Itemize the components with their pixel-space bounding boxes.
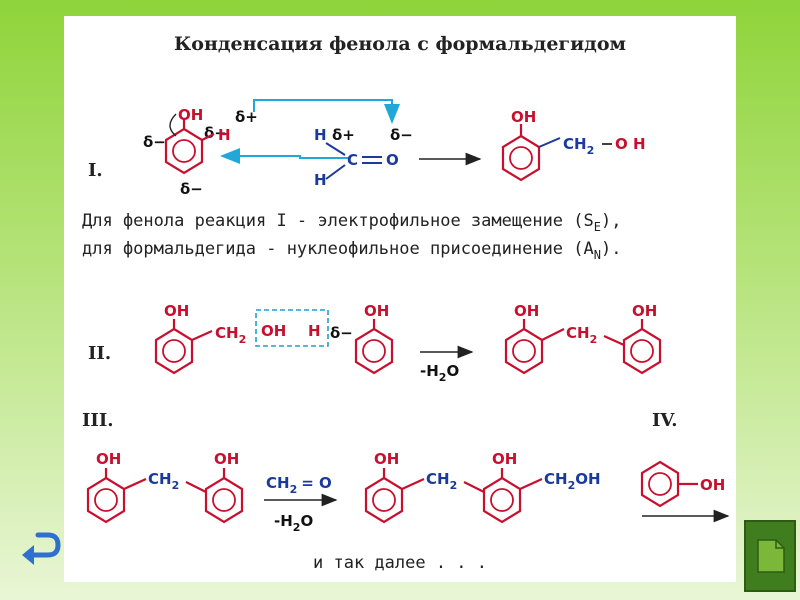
explanation-line-1: Для фенола реакция I - электрофильное за…: [82, 211, 621, 234]
oh-label: OH: [178, 106, 203, 124]
benzene-ring: [204, 476, 244, 524]
benzene-ring: [504, 327, 544, 375]
h-label: H: [314, 126, 327, 144]
next-slide-button[interactable]: [744, 520, 796, 592]
oh-label: OH: [364, 302, 389, 320]
benzene-ring: [640, 460, 680, 508]
reaction-label-4: IV.: [652, 410, 678, 431]
oh-label: OH: [261, 322, 286, 340]
water-elimination-box: [255, 309, 329, 347]
oh-label: OH: [374, 450, 399, 468]
oh-label: OH: [700, 476, 725, 494]
benzene-ring: [482, 476, 522, 524]
delta-minus-label: δ−: [390, 126, 413, 144]
reaction-scheme: Конденсация фенола с формальдегидом I. O…: [82, 33, 730, 573]
document-icon: [757, 539, 785, 573]
benzene-ring: [154, 327, 194, 375]
footer-text: и так далее . . .: [313, 553, 487, 573]
h-label: H: [314, 171, 327, 189]
minus-water-label: -H2O: [274, 512, 313, 534]
benzene-ring: [86, 476, 126, 524]
oh-label: O H: [615, 135, 646, 153]
delta-minus-label: δ−: [330, 324, 353, 342]
page-title: Конденсация фенола с формальдегидом: [174, 33, 626, 55]
explanation-line-2: для формальдегида - нуклеофильное присое…: [82, 239, 621, 262]
c-label: C: [347, 151, 358, 169]
ch2-group: CH2: [148, 470, 179, 492]
oh-label: OH: [164, 302, 189, 320]
attack-arrow: [253, 99, 400, 124]
formaldehyde-reagent: CH2= O: [266, 474, 332, 496]
ch2oh-group: CH2OH: [544, 470, 601, 492]
h-label: H: [218, 126, 231, 144]
ch2-group: CH2: [563, 135, 594, 157]
delta-minus-label: δ−: [204, 124, 227, 142]
delta-minus-label: δ−: [180, 180, 203, 198]
minus-water-label: -H2O: [420, 362, 459, 384]
ch2-group: CH2: [426, 470, 457, 492]
oh-label: OH: [632, 302, 657, 320]
return-arrow-icon: [22, 532, 61, 565]
benzene-ring: [622, 327, 662, 375]
back-button[interactable]: [18, 525, 62, 573]
oh-label: OH: [511, 108, 536, 126]
attack-arrow: [220, 148, 348, 164]
oh-label: OH: [514, 302, 539, 320]
delta-minus-label: δ−: [143, 133, 166, 151]
delta-plus-label: δ+: [332, 126, 355, 144]
delta-plus-label: δ+: [235, 108, 258, 126]
ch2-group: CH2: [566, 324, 597, 346]
oh-label: OH: [96, 450, 121, 468]
reaction-label-3: III.: [82, 410, 114, 431]
reaction-label-2: II.: [88, 343, 111, 364]
benzene-ring: [364, 476, 404, 524]
curved-arrow: [169, 113, 177, 137]
slide-panel: Конденсация фенола с формальдегидом I. O…: [64, 16, 736, 582]
oh-label: OH: [214, 450, 239, 468]
o-label: O: [386, 151, 399, 169]
reaction-label-1: I.: [88, 160, 103, 181]
benzene-ring: [164, 127, 204, 175]
h-label: H: [308, 322, 321, 340]
ch2-group: CH2: [215, 324, 246, 346]
oh-label: OH: [492, 450, 517, 468]
benzene-ring: [501, 134, 541, 182]
benzene-ring: [354, 327, 394, 375]
